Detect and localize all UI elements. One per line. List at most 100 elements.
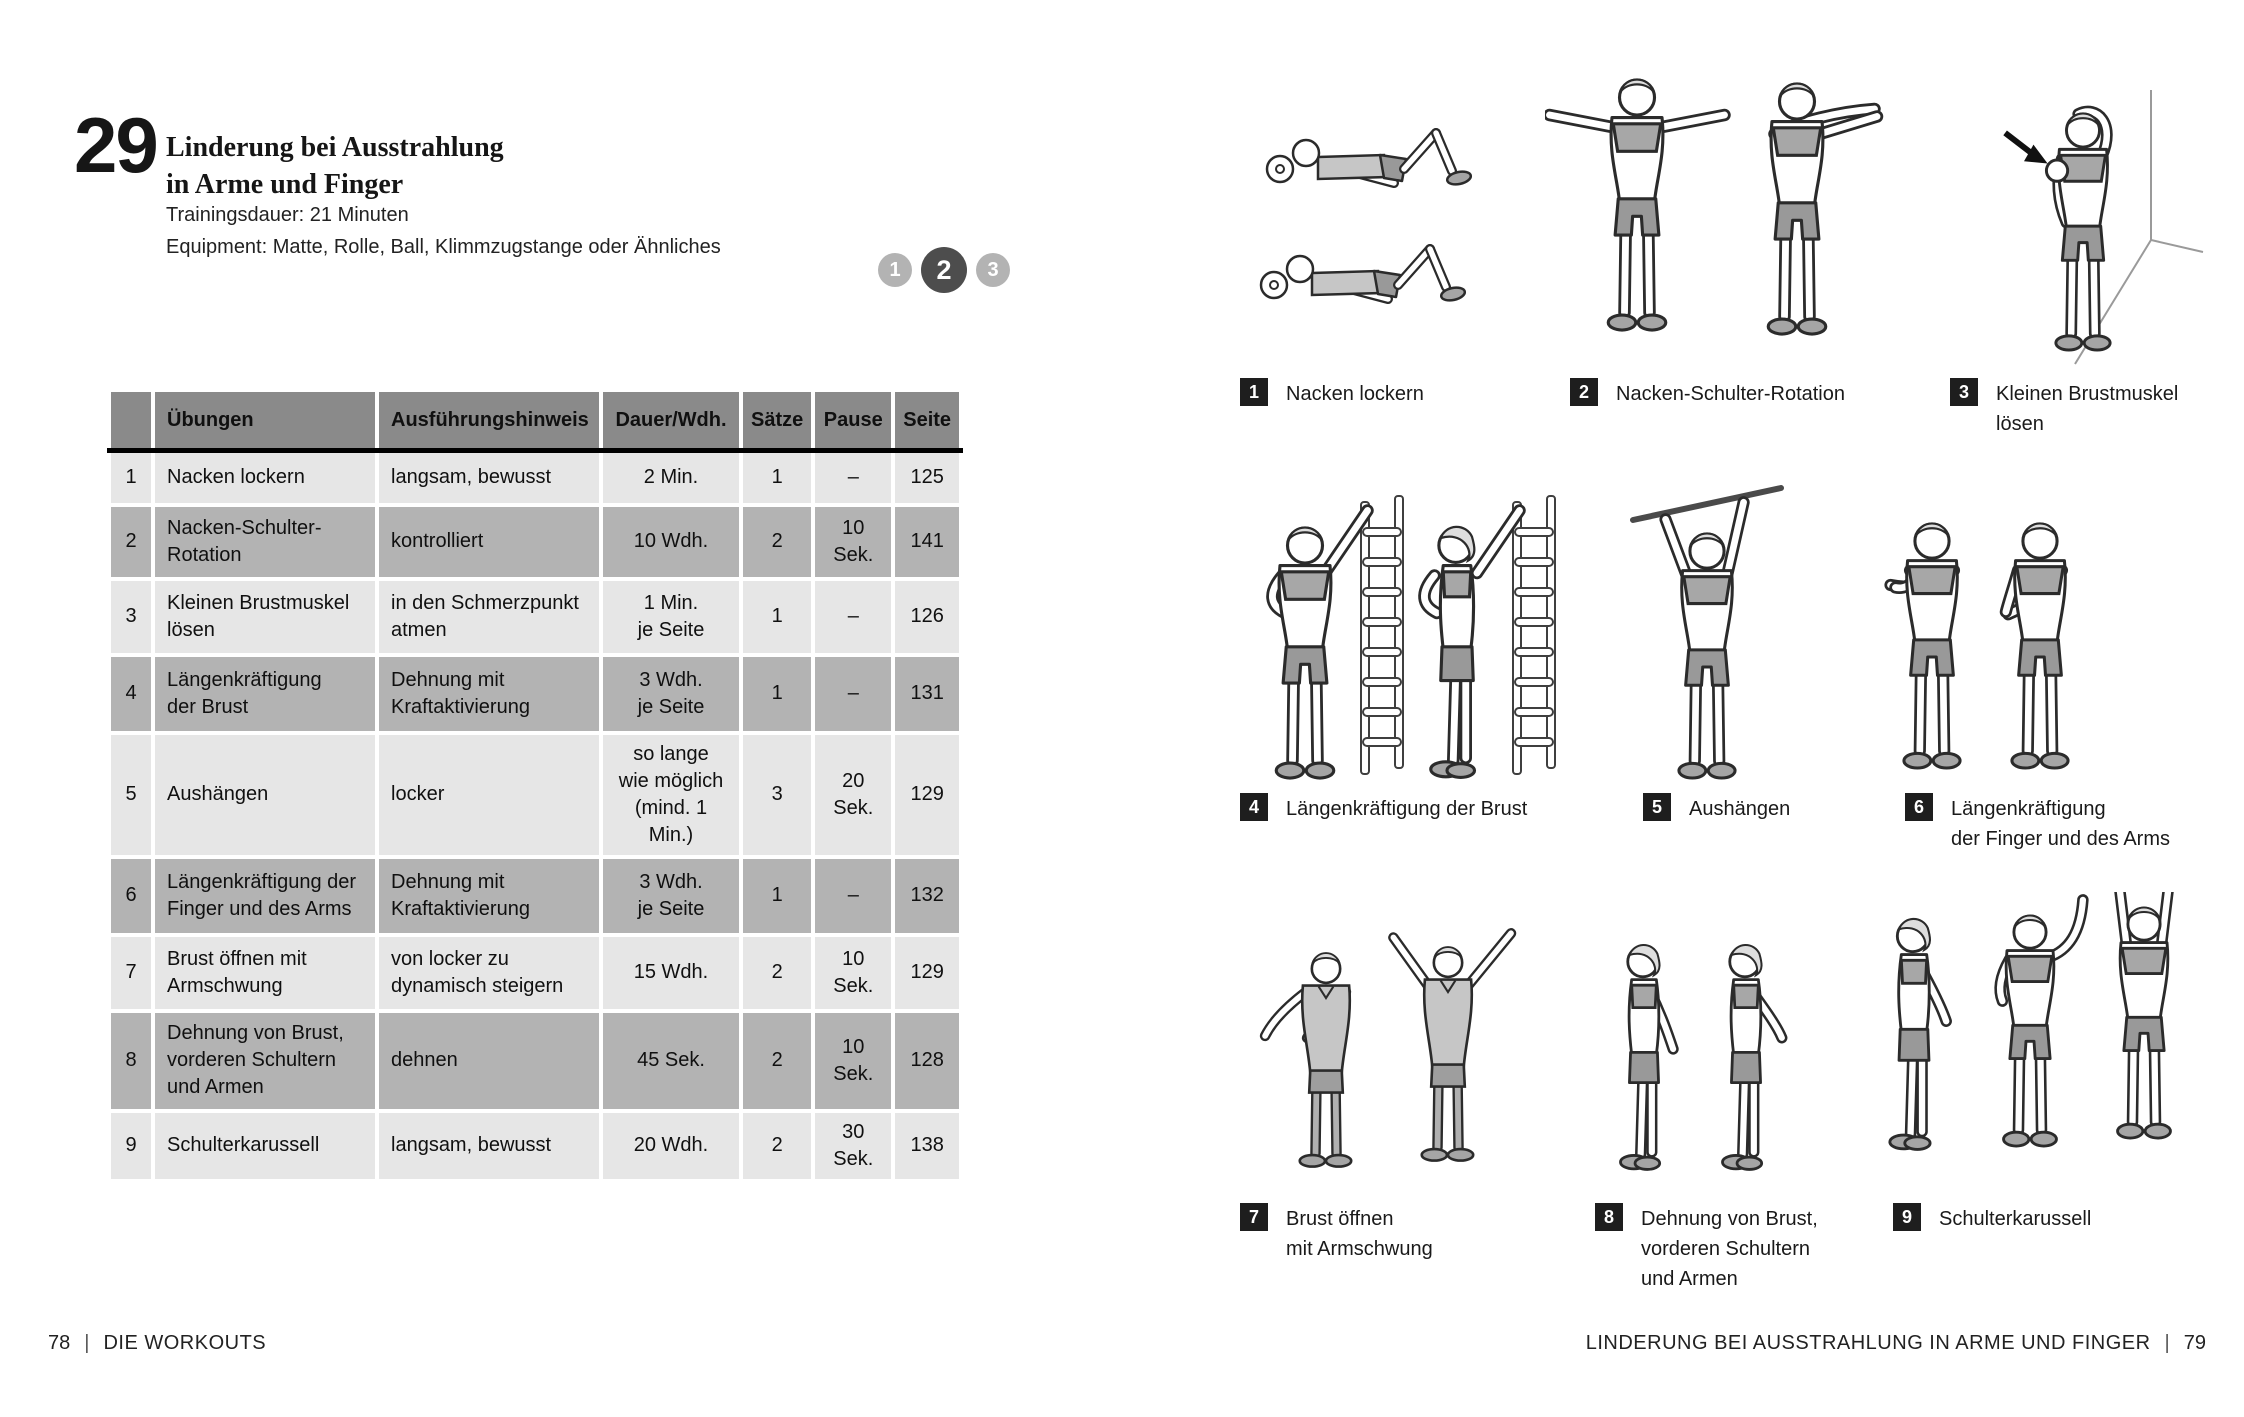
- exercise-number-badge: 7: [1240, 1203, 1268, 1231]
- footer-section: DIE WORKOUTS: [103, 1332, 267, 1354]
- table-header-row: Übungen Ausführungshinweis Dauer/Wdh. Sä…: [107, 388, 964, 453]
- table-row: 1 Nacken lockern langsam, bewusst 2 Min.…: [107, 448, 964, 507]
- cell-hint: dehnen: [375, 1008, 603, 1113]
- workout-title: Linderung bei Ausstrahlung in Arme und F…: [166, 132, 504, 200]
- cell-pause: –: [811, 854, 896, 937]
- header-seite: Seite: [891, 388, 964, 453]
- cell-pause: 10 Sek.: [811, 1008, 896, 1113]
- cell-sets: 1: [738, 854, 816, 937]
- exercise-8-illustration: [1578, 928, 1788, 1190]
- exercise-label: Nacken lockern: [1286, 383, 1424, 405]
- difficulty-level-indicator: 1 2 3: [878, 246, 1010, 294]
- table-row: 3 Kleinen Brustmuskel lösen in den Schme…: [107, 576, 964, 657]
- pull-up-bar-icon: [1630, 485, 1784, 523]
- level-1-badge: 1: [878, 253, 912, 287]
- workout-number: 29: [74, 101, 159, 189]
- table-row: 2 Nacken-Schulter- Rotation kontrolliert…: [107, 502, 964, 581]
- cell-page: 126: [891, 576, 964, 657]
- exercise-number-badge: 4: [1240, 793, 1268, 821]
- cell-exercise: Längenkräftigung der Finger und des Arms: [151, 854, 379, 937]
- exercise-label: Schulterkarussell: [1939, 1208, 2092, 1230]
- header-dauer: Dauer/Wdh.: [599, 388, 743, 453]
- cell-pause: 20 Sek.: [811, 730, 896, 859]
- cell-page: 131: [891, 652, 964, 735]
- equipment-list: Equipment: Matte, Rolle, Ball, Klimmzugs…: [166, 236, 721, 258]
- cell-hint: in den Schmerzpunkt atmen: [375, 576, 603, 657]
- footer-section: LINDERUNG BEI AUSSTRAHLUNG IN ARME UND F…: [1585, 1332, 2151, 1354]
- exercise-caption: 4 Längenkräftigung der Brust: [1240, 793, 1527, 824]
- exercise-9-illustration: [1862, 892, 2197, 1190]
- cell-exercise: Brust öffnen mit Armschwung: [151, 932, 379, 1013]
- cell-page: 138: [891, 1108, 964, 1183]
- cell-exercise: Aushängen: [151, 730, 379, 859]
- cell-page: 141: [891, 502, 964, 581]
- cell-duration: 15 Wdh.: [599, 932, 743, 1013]
- cell-num: 3: [107, 576, 155, 657]
- cell-sets: 2: [738, 1108, 816, 1183]
- cell-num: 1: [107, 448, 155, 507]
- header-saetze: Sätze: [738, 388, 816, 453]
- exercise-number-badge: 5: [1643, 793, 1671, 821]
- exercise-1-illustration: [1248, 105, 1498, 363]
- cell-sets: 2: [738, 502, 816, 581]
- wall-bars-icon: [1512, 495, 1556, 775]
- cell-page: 128: [891, 1008, 964, 1113]
- exercise-caption: 9 Schulterkarussell: [1893, 1203, 2091, 1234]
- exercise-label: Kleinen Brustmuskel lösen: [1996, 383, 2179, 435]
- cell-exercise: Längenkräftigung der Brust: [151, 652, 379, 735]
- table-row: 5 Aushängen locker so lange wie möglich …: [107, 730, 964, 859]
- table-row: 8 Dehnung von Brust, vorderen Schultern …: [107, 1008, 964, 1113]
- header-empty: [107, 388, 155, 453]
- cell-page: 129: [891, 932, 964, 1013]
- exercise-label: Brust öffnen mit Armschwung: [1286, 1208, 1433, 1260]
- cell-exercise: Dehnung von Brust, vorderen Schultern un…: [151, 1008, 379, 1113]
- cell-pause: –: [811, 576, 896, 657]
- exercise-2-illustration: [1545, 62, 1884, 362]
- cell-duration: 3 Wdh. je Seite: [599, 854, 743, 937]
- cell-pause: –: [811, 448, 896, 507]
- cell-num: 6: [107, 854, 155, 937]
- cell-num: 4: [107, 652, 155, 735]
- header-uebungen: Übungen: [151, 388, 379, 453]
- exercise-4-illustration: [1266, 495, 1556, 797]
- exercise-caption: 7 Brust öffnen mit Armschwung: [1240, 1203, 1433, 1264]
- exercise-number-badge: 2: [1570, 378, 1598, 406]
- massage-ball-icon: [2044, 158, 2070, 183]
- cell-hint: Dehnung mit Kraftaktivierung: [375, 652, 603, 735]
- cell-pause: 10 Sek.: [811, 932, 896, 1013]
- exercise-table: Übungen Ausführungshinweis Dauer/Wdh. Sä…: [107, 388, 964, 1183]
- page-number: 79: [2183, 1332, 2206, 1354]
- cell-exercise: Nacken lockern: [151, 448, 379, 507]
- cell-duration: 1 Min. je Seite: [599, 576, 743, 657]
- footer-divider: |: [2164, 1332, 2170, 1354]
- exercise-number-badge: 6: [1905, 793, 1933, 821]
- exercise-3-illustration: [2003, 90, 2204, 365]
- footer-right: LINDERUNG BEI AUSSTRAHLUNG IN ARME UND F…: [1586, 1332, 2206, 1355]
- level-2-badge-active: 2: [921, 247, 967, 293]
- table-row: 7 Brust öffnen mit Armschwung von locker…: [107, 932, 964, 1013]
- page-number: 78: [48, 1332, 71, 1354]
- exercise-number-badge: 1: [1240, 378, 1268, 406]
- exercise-caption: 8 Dehnung von Brust, vorderen Schultern …: [1595, 1203, 1818, 1294]
- cell-exercise: Nacken-Schulter- Rotation: [151, 502, 379, 581]
- cell-sets: 2: [738, 932, 816, 1013]
- table-row: 4 Längenkräftigung der Brust Dehnung mit…: [107, 652, 964, 735]
- footer-divider: |: [84, 1332, 90, 1354]
- exercise-label: Längenkräftigung der Finger und des Arms: [1951, 798, 2170, 850]
- footer-left: 78 | DIE WORKOUTS: [48, 1332, 266, 1355]
- header-pause: Pause: [811, 388, 896, 453]
- exercise-label: Aushängen: [1689, 798, 1791, 820]
- exercise-label: Dehnung von Brust, vorderen Schultern un…: [1641, 1208, 1818, 1290]
- exercise-label: Nacken-Schulter-Rotation: [1616, 383, 1845, 405]
- table-row: 6 Längenkräftigung der Finger und des Ar…: [107, 854, 964, 937]
- exercise-5-illustration: [1630, 485, 1784, 788]
- cell-sets: 3: [738, 730, 816, 859]
- cell-hint: langsam, bewusst: [375, 448, 603, 507]
- cell-page: 129: [891, 730, 964, 859]
- cell-hint: locker: [375, 730, 603, 859]
- cell-duration: so lange wie möglich (mind. 1 Min.): [599, 730, 743, 859]
- cell-exercise: Schulterkarussell: [151, 1108, 379, 1183]
- exercise-label: Längenkräftigung der Brust: [1286, 798, 1528, 820]
- cell-duration: 20 Wdh.: [599, 1108, 743, 1183]
